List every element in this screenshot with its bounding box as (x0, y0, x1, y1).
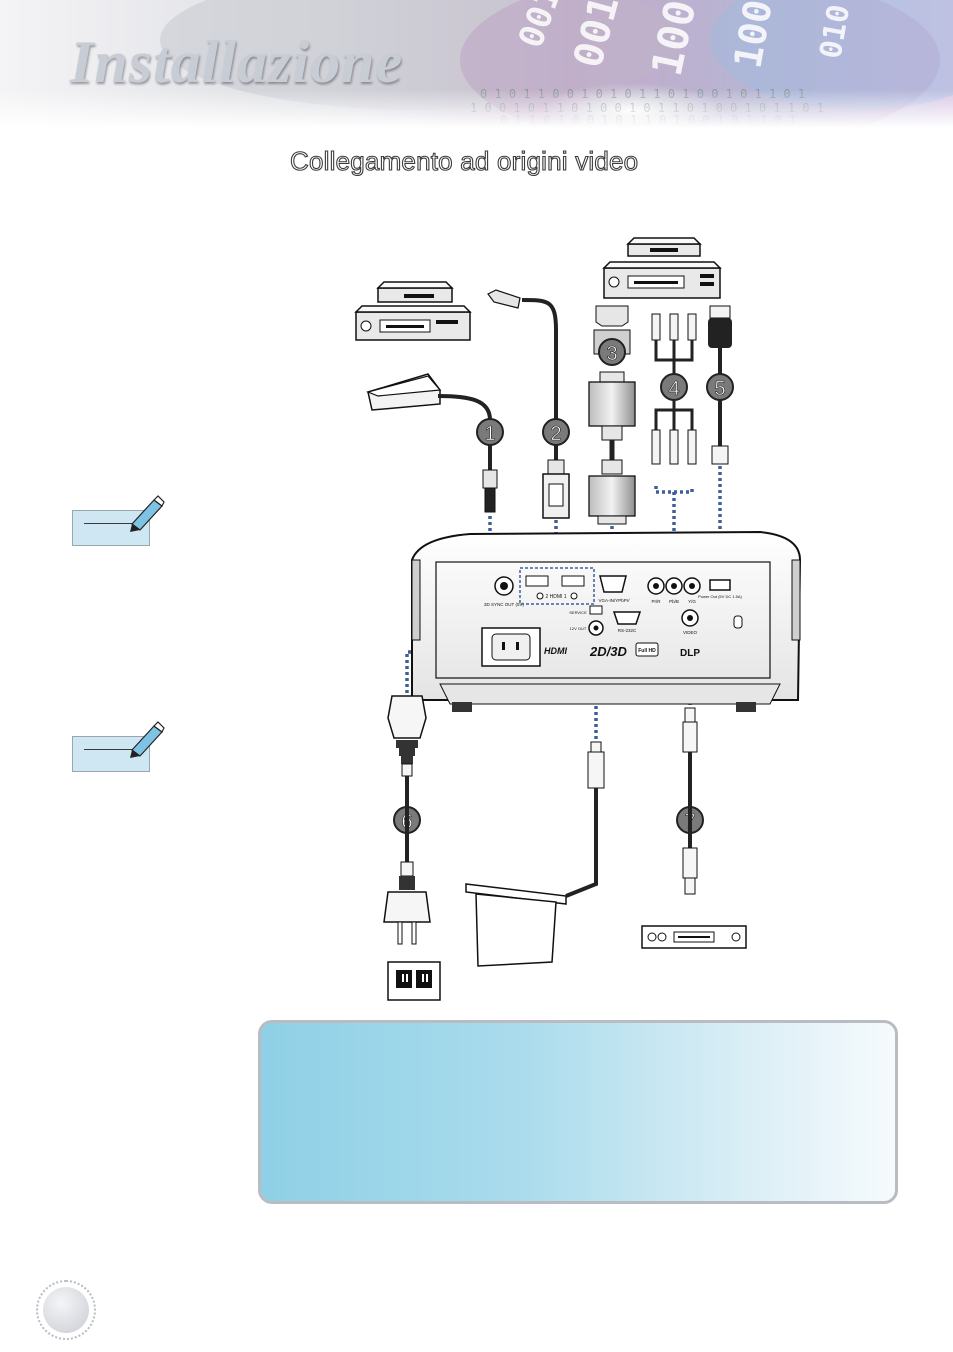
port-12v-label: 12V OUT (570, 626, 587, 631)
header-title: Installazione (70, 29, 404, 95)
port-video: VIDEO (681, 609, 699, 635)
port-service-label: SERVICE (569, 610, 587, 615)
cable-vga (588, 305, 636, 525)
callout-5: 5 (706, 373, 734, 401)
port-usb-power: Power Out (5V DC 1.5A) (698, 579, 743, 599)
power-cord (383, 695, 431, 945)
callout-4-label: 4 (668, 378, 679, 400)
port-component: Pr/R Pb/B Y/G (647, 577, 701, 604)
note-line (84, 523, 134, 524)
port-y-label: Y/G (688, 599, 696, 604)
video-source-top-icon (602, 237, 722, 299)
port-3d-sync: 3D SYNC OUT (5V) (484, 576, 524, 607)
computer-power-adapter-icon (366, 373, 442, 411)
page-number-badge (36, 1280, 96, 1340)
callout-1: 1 (476, 418, 504, 446)
header-banner: 0010 0010 10010 1001 010 0 1 0 1 1 0 0 1… (0, 0, 953, 128)
power-inlet (481, 627, 541, 667)
vcr-icon (641, 925, 747, 949)
port-hdmi-label: 2 HDMI 1 (545, 594, 566, 600)
cable-hdmi (487, 289, 570, 519)
port-rs232-label: RS-232C (618, 628, 637, 633)
port-3d-sync-label: 3D SYNC OUT (5V) (484, 602, 524, 607)
dvd-player-icon (354, 281, 472, 341)
note-line (84, 749, 134, 750)
port-vga-label: VGA-IN/YPbPr/ (598, 598, 630, 603)
callout-3: 3 (598, 338, 626, 366)
pen-icon (130, 495, 165, 532)
port-power-out-label: Power Out (5V DC 1.5A) (698, 594, 742, 599)
callout-5-label: 5 (714, 378, 725, 400)
hdmi-logo: HDMI (544, 646, 567, 656)
note-icon-bottom (72, 716, 172, 772)
cable-component (651, 313, 697, 465)
wall-outlet-icon (387, 961, 441, 1001)
callout-4: 4 (660, 373, 688, 401)
header-background: 0010 0010 10010 1001 010 0 1 0 1 1 0 0 1… (0, 0, 953, 128)
port-hdmi: 2 HDMI 1 (519, 567, 595, 605)
pen-icon (130, 721, 165, 758)
port-rs232: RS-232C (612, 611, 642, 633)
callout-1-label: 1 (484, 423, 495, 445)
fullhd-logo: Full HD (635, 642, 659, 657)
section-title: Collegamento ad origini video (289, 145, 639, 176)
info-panel (258, 1020, 898, 1204)
port-pr-label: Pr/R (652, 599, 662, 604)
projection-screen-icon (465, 883, 567, 967)
fullhd-logo-text: Full HD (638, 648, 656, 654)
callout-2-label: 2 (550, 423, 561, 445)
port-12v-out: 12V OUT (570, 620, 604, 636)
cable-3d-sync (437, 394, 498, 513)
cable-composite-video (682, 707, 698, 895)
port-video-label: VIDEO (683, 630, 698, 635)
callout-2: 2 (542, 418, 570, 446)
kensington-lock (733, 615, 743, 629)
note-icon-top (72, 490, 172, 546)
dlp-logo: DLP (680, 648, 700, 659)
twod3d-logo: 2D/3D (589, 644, 627, 659)
cable-12v-screen (565, 741, 605, 898)
page-number-badge-inner (43, 1287, 89, 1333)
callout-3-label: 3 (606, 343, 617, 365)
port-service: SERVICE (569, 605, 603, 615)
port-vga: VGA-IN/YPbPr/ (598, 575, 630, 603)
port-pb-label: Pb/B (669, 599, 679, 604)
